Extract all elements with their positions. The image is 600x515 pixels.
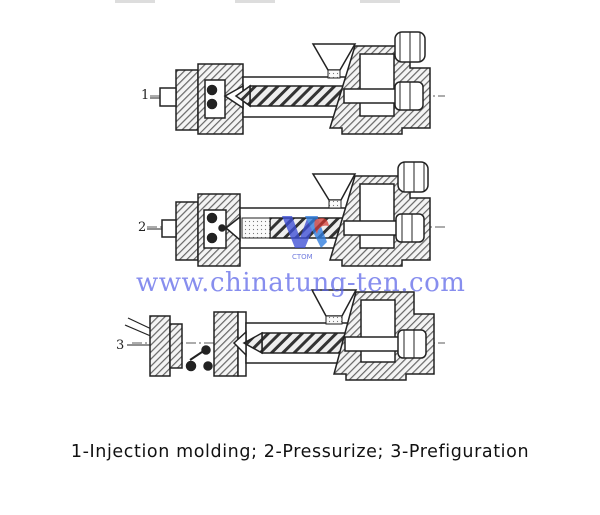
stage-1-cavity <box>206 84 218 96</box>
stage-3-molded-part <box>185 345 213 372</box>
stage-2-moving-platen <box>175 201 199 261</box>
figure-caption: 1-Injection molding; 2-Pressurize; 3-Pre… <box>70 442 530 462</box>
stage-3-label: 3 <box>116 338 125 353</box>
stage-2-motor <box>397 161 429 193</box>
stage-2-gear <box>395 213 425 243</box>
stage-2-label: 2 <box>138 220 147 235</box>
stage-1-gear <box>394 81 424 111</box>
stage-3-machine <box>124 289 445 381</box>
stage-1-label: 1 <box>141 88 150 103</box>
stage-1-moving-platen <box>175 69 199 131</box>
watermark-brand: CTOM <box>292 253 313 261</box>
stage-2-cavity <box>206 212 218 224</box>
injection-molding-diagram <box>115 0 445 381</box>
stage-3-gear <box>397 329 427 359</box>
stage-3-moving-platen <box>149 315 171 377</box>
watermark-url: www.chinatung-ten.com <box>136 268 466 298</box>
stage-1-machine <box>150 31 445 135</box>
watermark-logo <box>282 216 329 248</box>
stage-2-machine <box>147 161 445 267</box>
top-artifacts <box>115 0 400 3</box>
